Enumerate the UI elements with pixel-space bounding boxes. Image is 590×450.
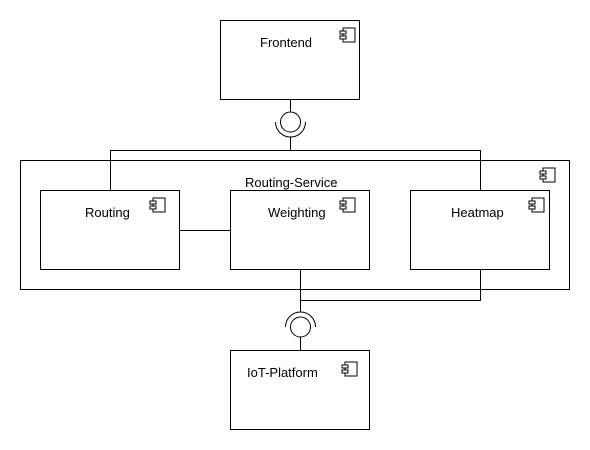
iot-platform-required-interface[interactable] — [285, 311, 316, 350]
frontend-component[interactable]: Frontend — [220, 20, 360, 100]
frontend-label: Frontend — [260, 35, 312, 50]
frontend-provided-interface[interactable] — [280, 100, 301, 133]
heatmap-component[interactable]: Heatmap — [410, 190, 550, 270]
weighting-label: Weighting — [268, 205, 326, 220]
socket-icon — [285, 311, 316, 328]
routing-service-required-interface[interactable] — [275, 121, 306, 150]
routing-service-provided-interface[interactable] — [290, 316, 311, 338]
socket-icon — [275, 121, 306, 138]
routing-service-label: Routing-Service — [245, 175, 338, 190]
iot-platform-component[interactable]: IoT-Platform — [230, 350, 370, 430]
weighting-component[interactable]: Weighting — [230, 190, 370, 270]
top-delegation-connector — [110, 150, 481, 190]
heatmap-label: Heatmap — [451, 205, 504, 220]
iot-platform-label: IoT-Platform — [247, 365, 318, 380]
lollipop-icon — [280, 111, 301, 133]
bottom-delegation-connector — [300, 270, 481, 312]
routing-label: Routing — [85, 205, 130, 220]
routing-component[interactable]: Routing — [40, 190, 180, 270]
lollipop-icon — [290, 316, 311, 338]
